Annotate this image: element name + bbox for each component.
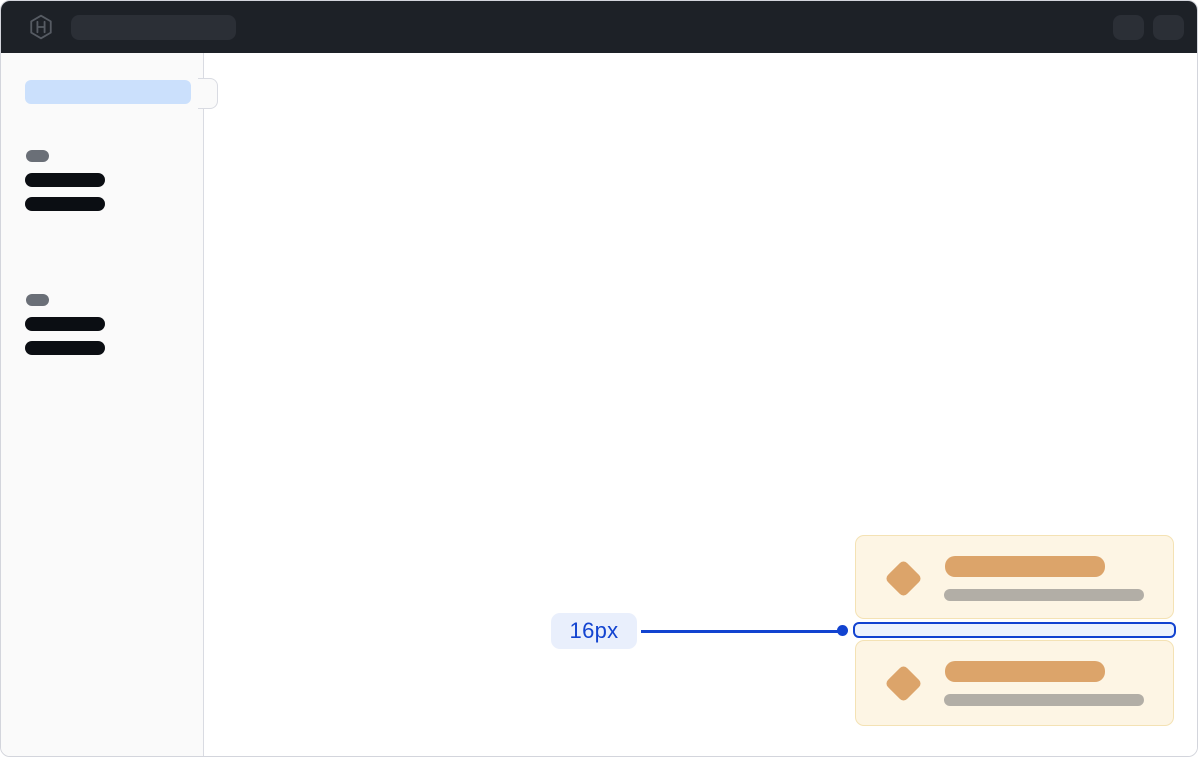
- search-input-skeleton[interactable]: [71, 15, 236, 40]
- sidebar-item-skeleton[interactable]: [25, 317, 105, 331]
- gap-measurement-label: 16px: [551, 613, 637, 649]
- diamond-icon: [884, 559, 923, 598]
- card-subtitle-skeleton: [944, 694, 1144, 706]
- nav-action-skeleton[interactable]: [1113, 15, 1144, 40]
- measurement-line: [641, 630, 840, 633]
- top-navbar: [1, 1, 1197, 53]
- card-title-skeleton: [945, 556, 1105, 577]
- sidebar: [1, 53, 204, 756]
- nav-action-skeleton[interactable]: [1153, 15, 1184, 40]
- sidebar-item-skeleton[interactable]: [25, 197, 105, 211]
- sidebar-collapse-handle[interactable]: [198, 78, 218, 109]
- hashicorp-logo-icon: [30, 14, 52, 40]
- measurement-dot: [837, 625, 848, 636]
- card-skeleton: [855, 535, 1174, 619]
- card-skeleton: [855, 640, 1174, 726]
- card-title-skeleton: [945, 661, 1105, 682]
- gap-highlight: [853, 622, 1176, 638]
- main-content: [205, 53, 1197, 756]
- sidebar-item-skeleton[interactable]: [25, 173, 105, 187]
- card-subtitle-skeleton: [944, 589, 1144, 601]
- diamond-icon: [884, 664, 923, 703]
- sidebar-section-label-skeleton: [26, 294, 49, 306]
- sidebar-section-label-skeleton: [26, 150, 49, 162]
- sidebar-active-item-skeleton[interactable]: [25, 80, 191, 104]
- sidebar-item-skeleton[interactable]: [25, 341, 105, 355]
